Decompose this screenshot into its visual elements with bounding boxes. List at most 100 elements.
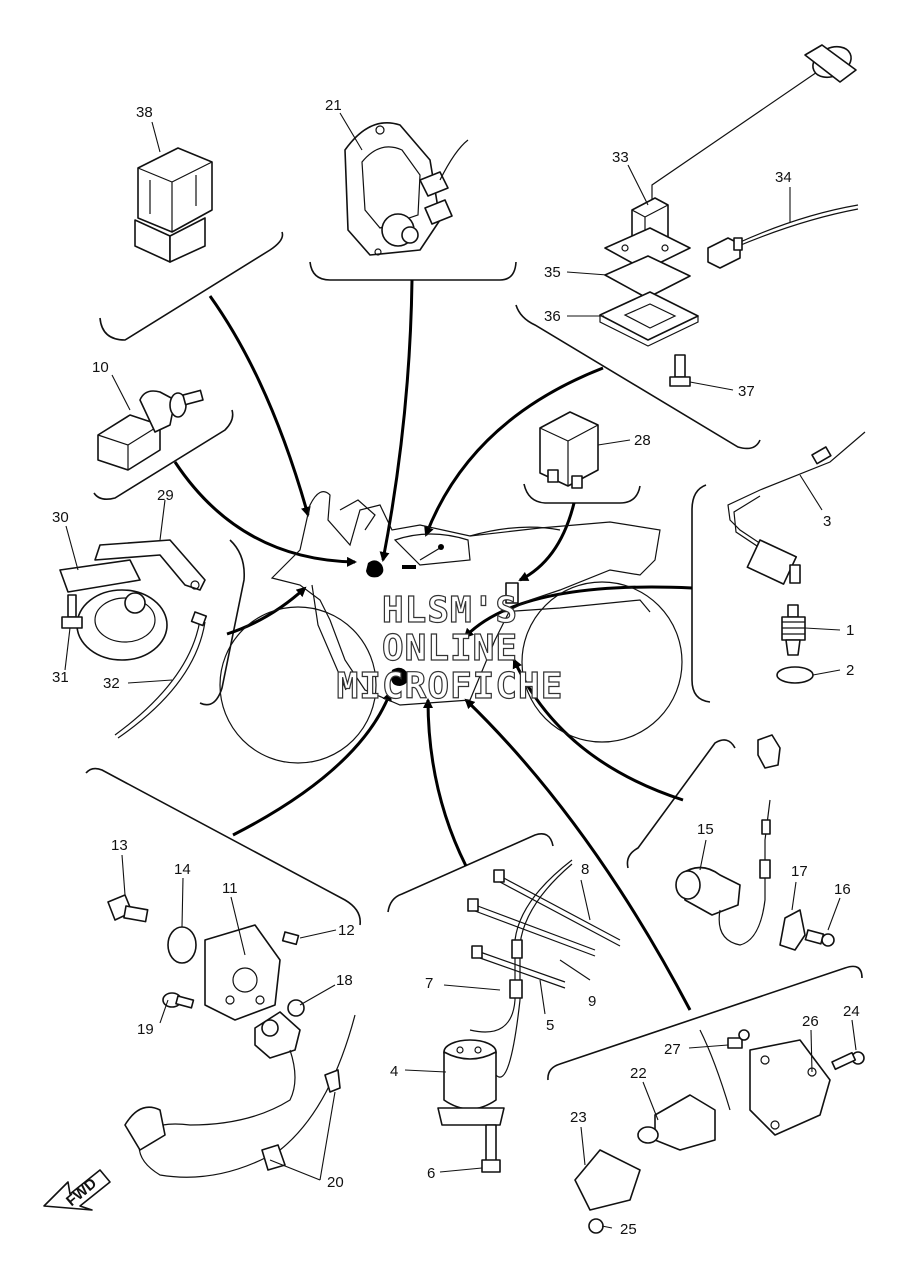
callout-4: 4 <box>390 1063 398 1080</box>
frame-outline <box>270 491 661 706</box>
part-34-lead <box>707 204 859 269</box>
part-11-pickup-plate <box>204 924 281 1021</box>
callout-11: 11 <box>222 880 238 897</box>
part-17-bracket <box>779 909 806 951</box>
part-4-starter-relay <box>437 999 521 1126</box>
bracket-relay-28 <box>523 483 641 504</box>
fuel-pump-location <box>366 560 384 578</box>
callout-10: 10 <box>92 359 109 376</box>
callout-19: 19 <box>137 1021 154 1038</box>
callout-38: 38 <box>136 104 153 121</box>
bracket-horn <box>199 539 246 706</box>
part-27-bolt <box>727 1029 750 1049</box>
part-13-bolt <box>107 894 149 923</box>
leader-28 <box>518 502 576 582</box>
callout-12: 12 <box>338 922 355 939</box>
part-22-brake-switch <box>637 1029 731 1151</box>
callout-labels: 38 21 33 34 35 36 37 10 28 3 29 30 1 2 3… <box>52 97 860 1238</box>
fwd-arrow: FWD <box>43 1169 111 1211</box>
callout-36: 36 <box>544 308 561 325</box>
part-harness-ties <box>467 859 621 1033</box>
callout-leaders <box>64 112 857 1229</box>
swingarm <box>499 599 651 613</box>
part-18-screw <box>287 999 305 1017</box>
part-26-plate <box>749 1039 831 1136</box>
pickup-location <box>391 667 409 686</box>
part-1-spark-plug <box>781 604 806 656</box>
leader-solenoid <box>423 698 468 867</box>
part-10-switch <box>97 389 204 471</box>
handlebar <box>419 547 441 561</box>
callout-24: 24 <box>843 1003 860 1020</box>
bracket-fuel-sender <box>515 304 761 450</box>
callout-6: 6 <box>427 1165 435 1182</box>
leader-horn <box>226 586 307 636</box>
bracket-neutral <box>626 739 736 869</box>
front-wheel <box>219 606 377 764</box>
callout-31: 31 <box>52 669 69 686</box>
part-25-nut <box>588 1218 604 1234</box>
callout-28: 28 <box>634 432 651 449</box>
leader-33 <box>424 366 604 537</box>
part-6-bolt <box>481 1124 501 1173</box>
callout-15: 15 <box>697 821 714 838</box>
part-28-relay <box>539 411 599 489</box>
bracket-switch-10 <box>93 409 234 500</box>
part-24-bolt <box>831 1051 865 1071</box>
watermark: HLSM'S ONLINE MICROFICHE <box>336 589 563 707</box>
callout-35: 35 <box>544 264 561 281</box>
callout-2: 2 <box>846 662 854 679</box>
part-23-bracket <box>574 1149 641 1211</box>
callout-16: 16 <box>834 881 851 898</box>
leader-pickup <box>232 691 392 837</box>
callout-32: 32 <box>103 675 120 692</box>
callout-30: 30 <box>52 509 69 526</box>
callout-21: 21 <box>325 97 342 114</box>
part-3-plug-lead <box>727 431 866 585</box>
part-16-bolt <box>804 929 835 947</box>
bracket-pickup <box>85 767 362 926</box>
fork <box>311 584 347 691</box>
seat <box>469 526 561 537</box>
callout-37: 37 <box>738 383 755 400</box>
part-19-screw <box>162 992 195 1009</box>
bracket-fuel-pump-21 <box>309 261 517 281</box>
part-15-switch <box>675 734 781 946</box>
leader-neutral <box>512 658 684 802</box>
part-37-bolt <box>669 354 691 387</box>
callout-22: 22 <box>630 1065 647 1082</box>
callout-18: 18 <box>336 972 353 989</box>
callout-25: 25 <box>620 1221 637 1238</box>
callout-29: 29 <box>157 487 174 504</box>
part-36-plate <box>599 291 699 347</box>
part-14-washer <box>167 926 197 964</box>
bracket-brake <box>547 965 863 1081</box>
relay-location-marker <box>505 582 519 604</box>
callout-17: 17 <box>791 863 808 880</box>
motorcycle-outline <box>219 491 683 764</box>
callout-27: 27 <box>664 1041 681 1058</box>
group-brackets <box>85 231 863 1081</box>
part-12-pin <box>281 931 300 946</box>
bracket-relay-38 <box>99 231 284 341</box>
callout-20: 20 <box>327 1174 344 1191</box>
part-33-fuel-sender <box>604 44 857 271</box>
handlebar-end <box>438 544 444 550</box>
leader-plug <box>463 585 693 639</box>
callout-8: 8 <box>581 861 589 878</box>
callout-34: 34 <box>775 169 792 186</box>
leader-brake <box>464 698 692 1011</box>
callout-26: 26 <box>802 1013 819 1030</box>
part-38-relay <box>134 147 213 263</box>
bracket-solenoid <box>387 833 554 913</box>
tank-outline <box>393 533 471 566</box>
connector-location <box>402 565 416 569</box>
callout-13: 13 <box>111 837 128 854</box>
leader-21 <box>379 279 414 562</box>
part-32-cable-tie <box>114 611 208 739</box>
callout-33: 33 <box>612 149 629 166</box>
rear-wheel <box>521 581 683 743</box>
part-21-fuel-pump <box>344 121 469 256</box>
part-pickup-coil <box>124 1011 356 1178</box>
callout-14: 14 <box>174 861 191 878</box>
